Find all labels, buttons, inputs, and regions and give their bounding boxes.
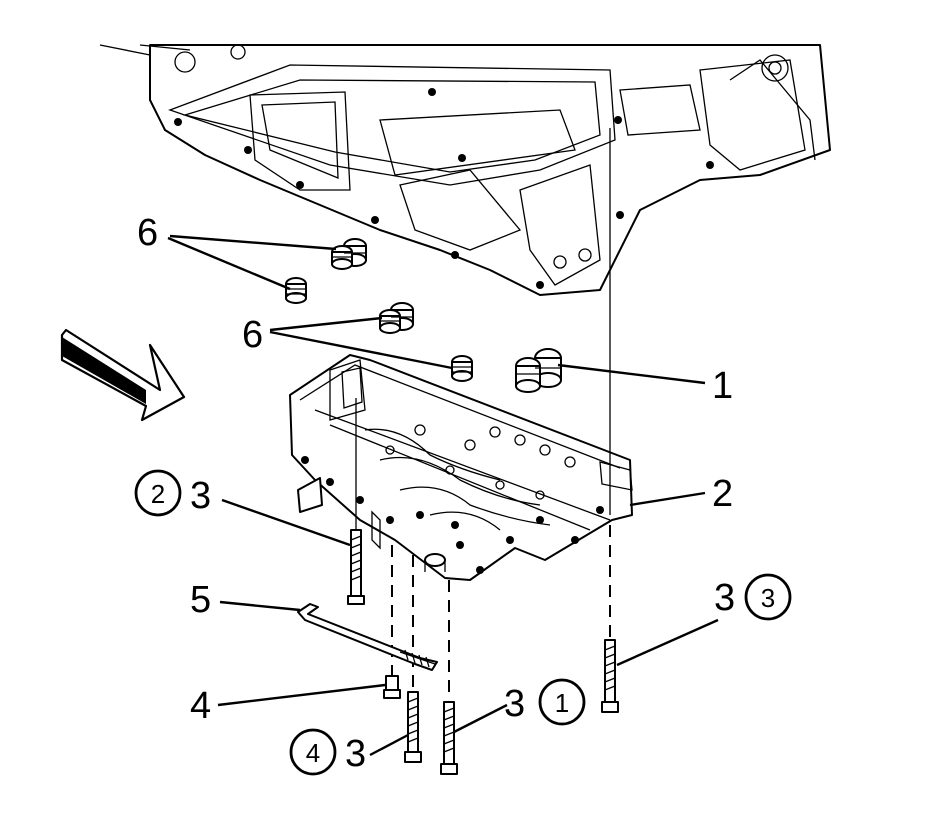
item-1-fitting [515,348,562,393]
direction-arrow [60,328,186,422]
sequence-4-label: 4 [306,738,320,768]
seal-upper-single [285,277,307,304]
callout-5: 5 [190,579,211,621]
callout-3-seq4: 3 [345,733,366,775]
callout-3-seq2: 3 [190,475,211,517]
callout-1: 1 [712,365,733,407]
leader-lines [167,234,719,757]
sequence-3-label: 3 [761,583,775,613]
callout-2: 2 [712,473,733,515]
callout-4: 4 [190,685,211,727]
item-5-clip [297,603,438,671]
seal-upper-double [331,238,367,270]
seal-lower-double [379,302,414,334]
callout-3-seq3: 3 [714,577,735,619]
bolt-sequence-2 [347,398,365,605]
transmission-case [99,44,831,296]
sequence-1-label: 1 [555,688,569,718]
sequence-circle-3: 3 [744,573,792,621]
callout-6-lower: 6 [242,314,263,356]
item-2-valve-body [289,354,633,581]
callout-3-seq1: 3 [504,683,525,725]
bolt-sequence-3 [601,128,619,713]
seal-lower-single [451,355,473,382]
callout-6-upper: 6 [137,212,158,254]
sequence-circle-4: 4 [289,728,337,776]
sequence-circle-1: 1 [538,678,586,726]
bolt-sequence-4 [404,555,422,763]
sequence-2-label: 2 [151,479,165,509]
sequence-circle-2: 2 [134,469,182,517]
bolt-sequence-1 [440,580,458,775]
item-4-bolt [383,545,401,699]
